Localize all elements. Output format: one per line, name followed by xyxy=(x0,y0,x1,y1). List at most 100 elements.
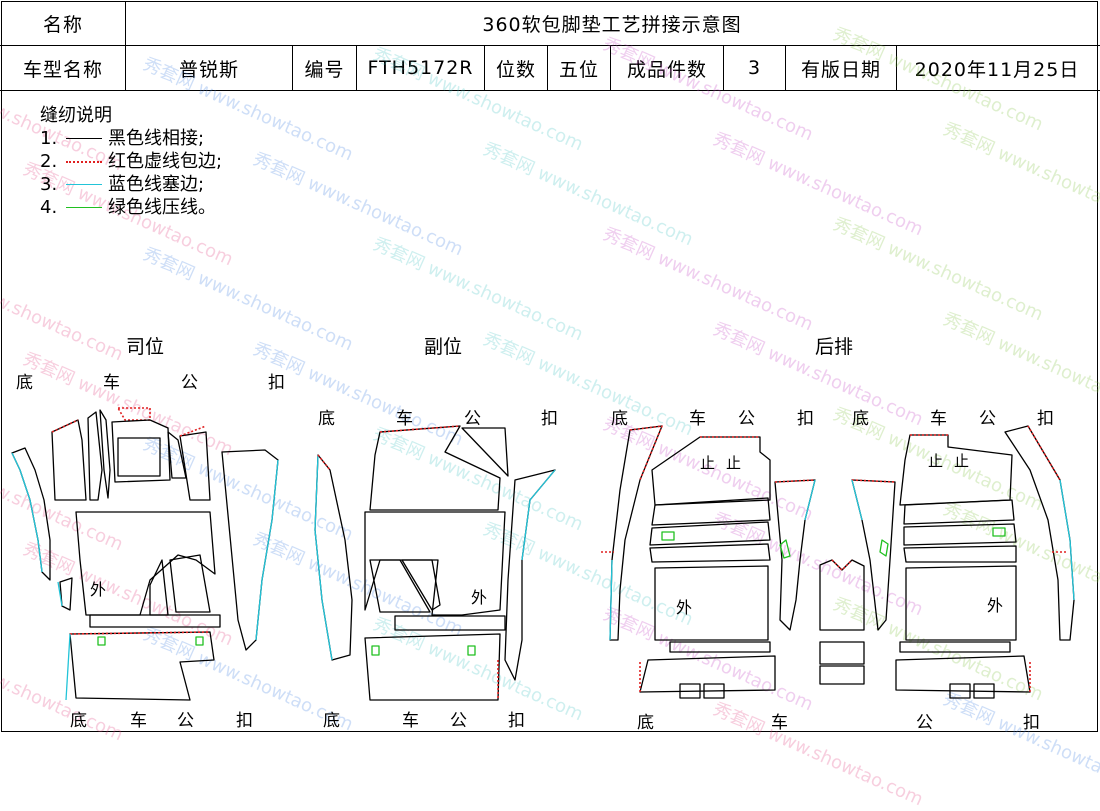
green-mark xyxy=(195,636,204,646)
side-strip xyxy=(609,425,663,641)
header-divider xyxy=(0,90,1100,91)
driver-section-title: 司位 xyxy=(126,336,165,358)
panel xyxy=(461,427,509,477)
pieces-label: 成品件数 xyxy=(626,58,707,81)
stop-marker: 止 xyxy=(928,452,944,470)
cyan-edge xyxy=(314,454,333,661)
legend-text: 黑色线相接; xyxy=(108,128,205,149)
code-label: 编号 xyxy=(304,58,345,81)
cyan-edge xyxy=(57,581,63,607)
legend-item: 3. 蓝色线塞边; xyxy=(40,173,222,196)
red-edge xyxy=(117,407,151,421)
gong-label: 公 xyxy=(916,713,933,733)
driver-pieces xyxy=(11,407,279,701)
passenger-section-title: 副位 xyxy=(424,336,463,358)
sewing-legend: 缝纫说明 1. 黑色线相接; 2. 红色虚线包边; 3. 蓝色线塞边; 4. 绿… xyxy=(40,104,222,219)
panel xyxy=(819,665,865,685)
legend-text: 绿色线压线。 xyxy=(108,197,216,218)
red-edge xyxy=(1027,425,1061,481)
black-line-swatch xyxy=(66,138,102,139)
red-edge xyxy=(317,454,331,471)
panel xyxy=(669,641,771,653)
red-dotted-line-swatch xyxy=(66,160,102,163)
red-edge xyxy=(831,559,853,571)
panel xyxy=(949,683,971,699)
car-model-value: 普锐斯 xyxy=(178,58,239,81)
panel xyxy=(903,523,1017,546)
green-mark xyxy=(779,539,791,559)
green-mark xyxy=(371,645,380,656)
red-edge xyxy=(179,425,207,437)
grid-line xyxy=(292,45,293,90)
green-line-swatch xyxy=(66,207,102,208)
backrest-panel xyxy=(651,436,771,506)
panel xyxy=(179,431,211,501)
side-strip xyxy=(221,449,279,651)
cyan-edge xyxy=(521,469,556,561)
top-panel xyxy=(369,425,501,511)
side-strip xyxy=(11,447,51,581)
car-label: 车 xyxy=(771,713,788,733)
side-strip xyxy=(314,454,353,661)
bottom-label: 底 xyxy=(318,409,335,429)
panel xyxy=(401,559,441,611)
panel xyxy=(649,543,771,563)
car-label: 车 xyxy=(402,711,419,731)
bottom-panel xyxy=(639,655,776,693)
car-label: 车 xyxy=(930,409,947,429)
panel xyxy=(651,497,771,526)
date-value: 2020年11月25日 xyxy=(914,58,1080,81)
stop-marker: 止 xyxy=(700,454,716,472)
panel xyxy=(369,559,431,613)
red-edge xyxy=(851,479,896,483)
panel xyxy=(649,521,771,546)
panel xyxy=(51,419,87,501)
gong-label: 公 xyxy=(177,711,194,731)
passenger-pieces xyxy=(314,425,556,701)
grid-line xyxy=(356,45,357,90)
gong-label: 公 xyxy=(738,409,755,429)
bottom-label: 底 xyxy=(637,713,654,733)
panel xyxy=(117,437,161,477)
document-title: 360软包脚垫工艺拼接示意图 xyxy=(482,13,742,36)
name-label: 名称 xyxy=(42,13,83,36)
pieces-value: 3 xyxy=(747,57,762,79)
cyan-edge xyxy=(609,559,613,641)
code-value: FTH5172R xyxy=(367,57,474,79)
bottom-panel xyxy=(895,655,1031,693)
rear-pieces xyxy=(601,425,1075,699)
panel xyxy=(819,641,865,665)
bottom-label: 底 xyxy=(16,373,33,393)
seat-panel xyxy=(905,565,1017,641)
bottom-panel xyxy=(69,631,215,701)
red-edge xyxy=(69,631,211,635)
bottom-label: 底 xyxy=(70,711,87,731)
outer-marker: 外 xyxy=(471,588,488,607)
red-edge xyxy=(51,419,79,433)
gong-label: 公 xyxy=(979,409,996,429)
green-mark xyxy=(992,527,1006,537)
panel xyxy=(679,683,701,699)
seats-value: 五位 xyxy=(558,58,599,81)
main-floor-panel xyxy=(364,511,506,616)
panel xyxy=(111,419,171,483)
legend-title: 缝纫说明 xyxy=(40,105,112,126)
legend-number: 3. xyxy=(40,174,58,195)
bottom-label: 底 xyxy=(323,711,340,731)
tunnel-panel xyxy=(819,559,865,631)
backrest-panel xyxy=(899,434,1013,506)
rear-section-title: 后排 xyxy=(815,336,854,358)
cyan-edge xyxy=(1059,479,1075,601)
grid-line xyxy=(484,45,485,90)
cyan-edge xyxy=(255,459,279,641)
car-label: 车 xyxy=(130,711,147,731)
green-mark xyxy=(97,636,106,646)
panel xyxy=(149,559,169,616)
green-mark xyxy=(467,645,476,656)
car-label: 车 xyxy=(689,409,706,429)
red-edge xyxy=(774,479,816,483)
header-divider xyxy=(0,45,1100,46)
grid-line xyxy=(723,45,724,90)
legend-item: 1. 黑色线相接; xyxy=(40,127,222,150)
kou-label: 扣 xyxy=(541,409,558,429)
